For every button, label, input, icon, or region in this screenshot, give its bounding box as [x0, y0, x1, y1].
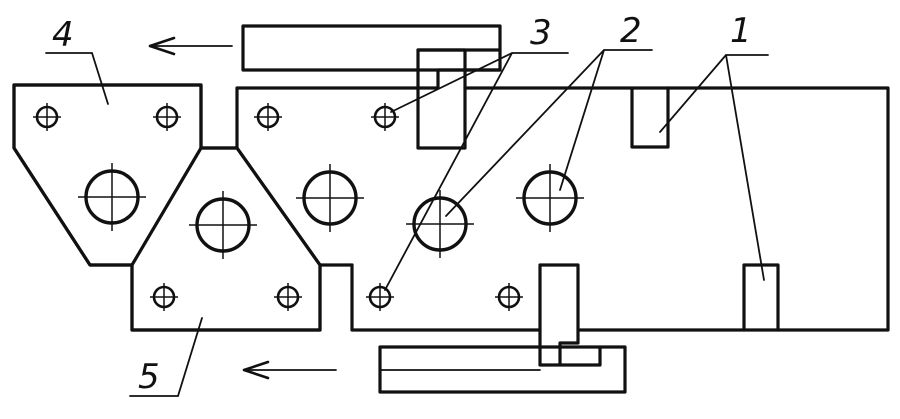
lower-slide-bar — [378, 263, 627, 394]
label-3: 3 — [530, 13, 552, 53]
label-4: 4 — [52, 15, 74, 55]
label-5: 5 — [138, 357, 160, 397]
part-1-slots — [630, 86, 780, 332]
label-2: 2 — [620, 11, 642, 51]
left-arrow-icon-lower — [242, 360, 337, 380]
strip-body — [235, 86, 890, 332]
small-holes — [33, 103, 523, 311]
upper-slide-bar — [241, 24, 502, 150]
label-1: 1 — [730, 11, 752, 51]
left-arrow-icon — [148, 36, 233, 56]
part-5-plate — [130, 146, 322, 332]
leader-lines — [45, 49, 769, 397]
large-holes — [78, 163, 584, 259]
